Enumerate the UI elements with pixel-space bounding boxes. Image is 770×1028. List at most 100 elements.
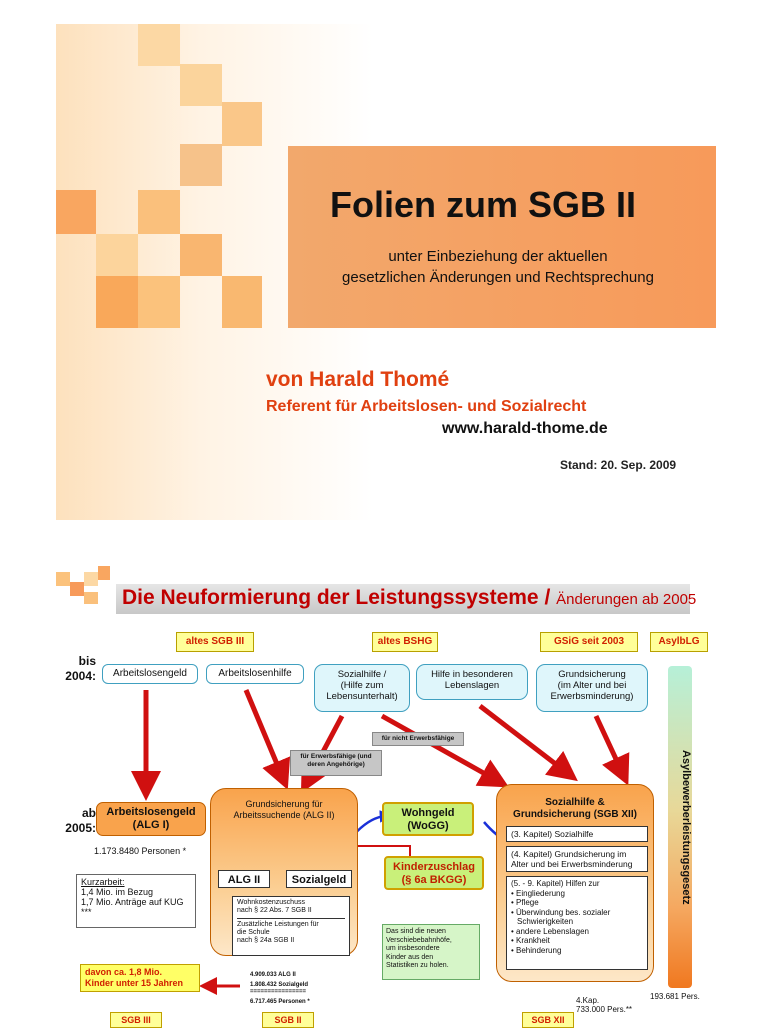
text-line: (WoGG) bbox=[407, 820, 449, 832]
alg2-title: Grundsicherung für Arbeitssuchende (ALG … bbox=[211, 799, 357, 821]
decor-square bbox=[138, 190, 180, 234]
slide-subtitle: unter Einbeziehung der aktuellen gesetzl… bbox=[306, 246, 690, 288]
text-line: deren Angehörige) bbox=[307, 761, 365, 768]
text-line: Wohnkostenzuschuss bbox=[237, 899, 305, 906]
label-erwerbsfaehige: für Erwerbsfähige (und deren Angehörige) bbox=[290, 750, 382, 776]
text-line: die Schule bbox=[237, 929, 270, 936]
text-line: Kinder aus den bbox=[386, 953, 434, 961]
title-banner bbox=[288, 146, 716, 328]
text-line: • Krankheit bbox=[511, 936, 550, 945]
text-line: nach § 22 Abs. 7 SGB II bbox=[237, 907, 312, 914]
kurzarbeit-title: Kurzarbeit: bbox=[81, 877, 125, 887]
text-line: Arbeitslosengeld bbox=[106, 806, 196, 818]
text-line: • andere Lebenslagen bbox=[511, 926, 589, 936]
text-line: nach § 24a SGB II bbox=[237, 937, 295, 944]
text-line: Kinder unter 15 Jahren bbox=[85, 978, 184, 988]
text-line: (Hilfe zum bbox=[340, 680, 384, 691]
header-gsig: GSiG seit 2003 bbox=[540, 632, 638, 652]
text-line: 1,4 Mio. im Bezug bbox=[81, 887, 154, 897]
text-line: Sozialhilfe / bbox=[337, 669, 387, 680]
text-line: Arbeitssuchende (ALG II) bbox=[233, 810, 335, 820]
asyl-count: 193.681 Pers. bbox=[650, 992, 700, 1001]
slide-title: Die Neuformierung der Leistungssysteme /… bbox=[122, 586, 696, 610]
text-line: Lebenslagen bbox=[444, 680, 500, 691]
text-line: • Überwindung bes. sozialer bbox=[511, 907, 611, 917]
text-line: Statistiken zu holen. bbox=[386, 962, 449, 969]
text-line: 6.717.465 Personen * bbox=[250, 999, 310, 1005]
box-arbeitslosengeld-old: Arbeitslosengeld bbox=[102, 664, 198, 684]
text-line: *** bbox=[81, 907, 92, 917]
title-main: Die Neuformierung der Leistungssysteme / bbox=[122, 586, 551, 609]
logo-square bbox=[84, 592, 98, 604]
arrow-alhi bbox=[243, 689, 291, 790]
decor-square bbox=[222, 102, 262, 146]
title-suffix: Änderungen ab 2005 bbox=[556, 591, 697, 608]
text-line: Grundsicherung für bbox=[245, 799, 323, 809]
text-line: 1,7 Mio. Anträge auf KUG bbox=[81, 897, 184, 907]
subtitle-line: unter Einbeziehung der aktuellen bbox=[388, 248, 608, 265]
text-line: (5. - 9. Kapitel) Hilfen zur bbox=[511, 879, 600, 888]
date-stamp: Stand: 20. Sep. 2009 bbox=[560, 458, 677, 472]
box-kapitel3: (3. Kapitel) Sozialhilfe bbox=[506, 826, 648, 842]
diagram-slide: Die Neuformierung der Leistungssysteme /… bbox=[56, 566, 716, 1028]
stats-alg2: 4.909.033 ALG II 1.808.432 Sozialgeld ==… bbox=[250, 972, 370, 1006]
text-line: 4.Kap. bbox=[576, 996, 600, 1005]
text-line: Zusätzliche Leistungen für bbox=[237, 921, 319, 928]
text-line: Verschiebebahnhöfe, bbox=[386, 936, 452, 944]
text-line: 1.808.432 Sozialgeld bbox=[250, 982, 309, 988]
label-sgb2: SGB II bbox=[262, 1012, 314, 1028]
decor-square bbox=[138, 276, 180, 328]
author-name: von Harald Thomé bbox=[266, 368, 450, 391]
text-line: davon ca. 1,8 Mio. bbox=[85, 967, 163, 977]
title-slide: Folien zum SGB II unter Einbeziehung der… bbox=[56, 24, 716, 520]
text-line: Kinderzuschlag bbox=[393, 861, 475, 873]
decor-square bbox=[56, 190, 96, 234]
decor-square bbox=[180, 144, 222, 186]
text-line: Sozialhilfe & bbox=[545, 797, 605, 808]
year-after: ab 2005: bbox=[65, 806, 96, 835]
text-line: • Eingliederung bbox=[511, 888, 565, 898]
website-link[interactable]: www.harald-thome.de bbox=[442, 420, 608, 437]
arrow-sozialhilfe-sgb12 bbox=[380, 713, 510, 788]
text-line: 4.909.033 ALG II bbox=[250, 972, 296, 978]
text-line: 733.000 Pers.** bbox=[576, 1005, 633, 1014]
box-kapitel4: (4. Kapitel) Grundsicherung im Alter und… bbox=[506, 846, 648, 872]
box-grundsicherung-old: Grundsicherung (im Alter und bei Erwerbs… bbox=[536, 664, 648, 712]
box-wohnkosten: Wohnkostenzuschuss nach § 22 Abs. 7 SGB … bbox=[232, 896, 350, 956]
header-sgb3: altes SGB III bbox=[176, 632, 254, 652]
box-besondere-lebenslagen: Hilfe in besonderen Lebenslagen bbox=[416, 664, 528, 700]
author-role: Referent für Arbeitslosen- und Sozialrec… bbox=[266, 398, 587, 415]
logo-square bbox=[56, 572, 70, 586]
label-nicht-erwerbsfaehige: für nicht Erwerbsfähige bbox=[372, 732, 464, 746]
text-line: ================ bbox=[250, 989, 307, 995]
title-bar bbox=[116, 584, 690, 614]
text-line: um insbesondere bbox=[386, 945, 440, 952]
header-asylblg: AsylbLG bbox=[650, 632, 708, 652]
box-alg1: Arbeitslosengeld (ALG I) bbox=[96, 802, 206, 836]
text-line: (im Alter und bei bbox=[557, 680, 627, 691]
text-line: Das sind die neuen bbox=[386, 928, 446, 935]
text-line: (ALG I) bbox=[132, 819, 170, 831]
asyl-bar bbox=[668, 666, 692, 988]
box-children: davon ca. 1,8 Mio. Kinder unter 15 Jahre… bbox=[80, 964, 200, 992]
logo-square bbox=[98, 566, 110, 580]
text-line: (4. Kapitel) Grundsicherung im bbox=[511, 849, 627, 859]
decor-square bbox=[96, 276, 138, 328]
text-line: Alter und bei Erwerbsminderung bbox=[511, 859, 633, 869]
box-sozialhilfe: Sozialhilfe / (Hilfe zum Lebensunterhalt… bbox=[314, 664, 410, 712]
text-line: (§ 6a BKGG) bbox=[401, 874, 467, 886]
box-wohngeld: Wohngeld (WoGG) bbox=[382, 802, 474, 836]
divider bbox=[237, 918, 345, 919]
slide-title: Folien zum SGB II bbox=[329, 184, 637, 225]
logo-square bbox=[70, 582, 84, 596]
sgb12-title: Sozialhilfe & Grundsicherung (SGB XII) bbox=[497, 797, 653, 821]
decor-square bbox=[180, 64, 222, 106]
box-kinderzuschlag: Kinderzuschlag (§ 6a BKGG) bbox=[384, 856, 484, 890]
box-alg2-sub: ALG II bbox=[218, 870, 270, 888]
year-before: bis 2004: bbox=[65, 654, 96, 683]
kap4-count: 4.Kap. 733.000 Pers.** bbox=[576, 996, 632, 1014]
text-line: Lebensunterhalt) bbox=[326, 691, 398, 702]
box-arbeitslosenhilfe: Arbeitslosenhilfe bbox=[206, 664, 304, 684]
arrow-grundsicherung bbox=[593, 714, 630, 786]
text-line: • Behinderung bbox=[511, 945, 562, 955]
